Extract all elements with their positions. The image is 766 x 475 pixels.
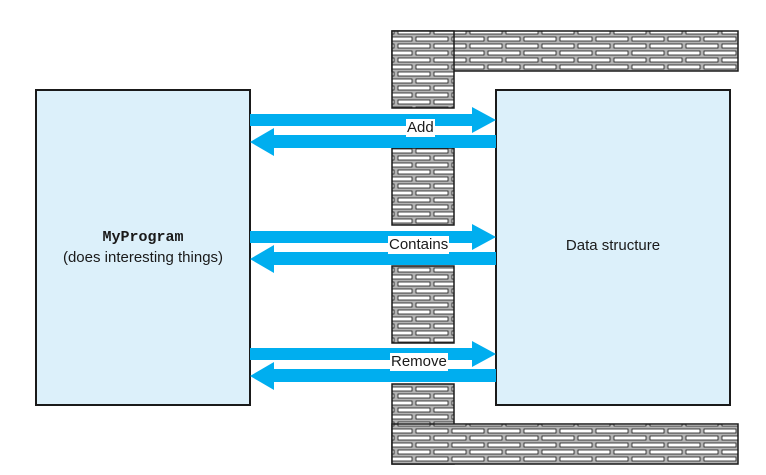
add-arrows (250, 107, 496, 156)
data-structure-box (495, 89, 731, 406)
wall-bottom-horizontal (391, 423, 739, 465)
contains-arrows (250, 224, 496, 273)
wall-middle-lower (391, 265, 455, 344)
remove-arrows (250, 341, 496, 390)
data-structure-label: Data structure (565, 237, 661, 254)
add-response-arrow (250, 128, 496, 156)
operation-label-remove: Remove (390, 353, 448, 371)
program-description: (does interesting things) (62, 249, 224, 266)
contains-request-arrow (250, 224, 496, 250)
wall-middle-upper (391, 147, 455, 226)
my-program-label: MyProgram (does interesting things) (36, 228, 250, 268)
my-program-box (35, 89, 251, 406)
program-name: MyProgram (102, 229, 184, 246)
operation-label-add: Add (406, 119, 435, 137)
contains-response-arrow (250, 245, 496, 273)
wall-top-vertical (391, 30, 455, 109)
operation-label-contains: Contains (388, 236, 450, 254)
add-request-arrow (250, 107, 496, 133)
remove-response-arrow (250, 362, 496, 390)
remove-request-arrow (250, 341, 496, 367)
